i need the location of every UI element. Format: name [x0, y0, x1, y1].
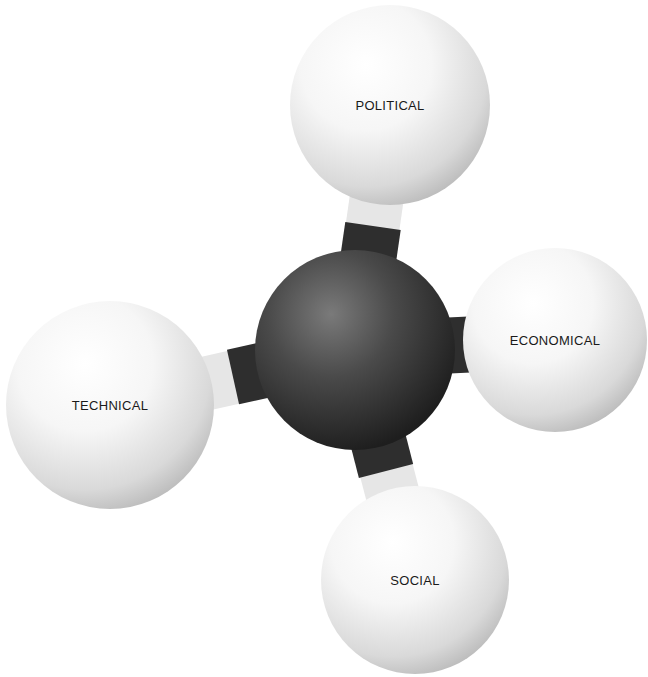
atom-sphere: SOCIAL [321, 486, 509, 674]
atom-sphere: POLITICAL [290, 5, 490, 205]
bond-dark [233, 226, 480, 471]
atom-sphere: TECHNICAL [6, 301, 214, 509]
sphere-label: TECHNICAL [72, 398, 148, 413]
atom-sphere: ECONOMICAL [463, 248, 647, 432]
sphere-label: POLITICAL [355, 98, 424, 113]
center-atom [255, 250, 455, 450]
sphere-label: SOCIAL [390, 573, 439, 588]
sphere-label: ECONOMICAL [510, 333, 600, 348]
